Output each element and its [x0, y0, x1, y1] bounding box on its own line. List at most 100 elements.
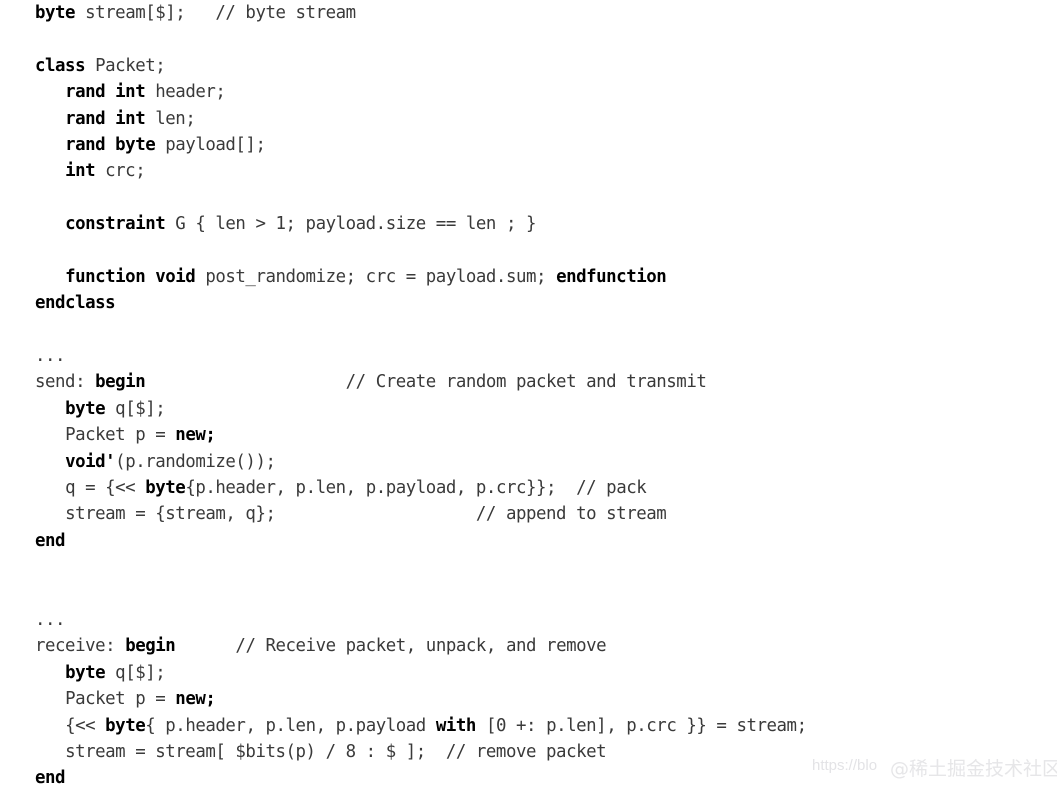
- code-text: G { len > 1; payload.size == len ; }: [165, 214, 537, 235]
- code-line: Packet p = new;: [35, 422, 1057, 448]
- code-indent: [35, 161, 65, 181]
- code-line: byte stream[$]; // byte stream: [35, 0, 1057, 26]
- code-line: int crc;: [35, 158, 1057, 184]
- code-keyword: rand int: [65, 108, 146, 129]
- code-keyword: endclass: [35, 293, 116, 314]
- code-text: ...: [35, 346, 66, 367]
- code-text: [0 +: p.len], p.crc }} = stream;: [475, 715, 807, 736]
- code-keyword: begin: [125, 636, 176, 657]
- code-comment: // pack: [576, 478, 647, 499]
- code-line: end: [35, 765, 1057, 791]
- code-text: [175, 636, 235, 656]
- code-indent: [35, 716, 65, 736]
- code-keyword: byte: [65, 398, 106, 419]
- code-text: stream = {stream, q};: [65, 504, 476, 525]
- code-line: byte q[$];: [35, 660, 1057, 686]
- code-line: [35, 317, 1057, 343]
- code-line: [35, 185, 1057, 211]
- code-text: q[$];: [105, 662, 166, 683]
- code-keyword: with: [435, 715, 477, 736]
- code-keyword: int: [65, 161, 96, 182]
- code-comment: // append to stream: [475, 504, 667, 525]
- code-indent: [35, 452, 65, 472]
- code-text: {p.header, p.len, p.payload, p.crc}};: [185, 478, 577, 499]
- code-keyword: begin: [95, 372, 146, 393]
- code-text: payload[];: [155, 134, 266, 155]
- code-text: len;: [145, 108, 196, 129]
- code-line: rand int len;: [35, 106, 1057, 132]
- code-line: Packet p = new;: [35, 686, 1057, 712]
- code-indent: [35, 399, 65, 419]
- code-text: header;: [145, 82, 226, 103]
- code-line: q = {<< byte{p.header, p.len, p.payload,…: [35, 475, 1057, 501]
- code-keyword: new;: [175, 689, 216, 710]
- code-line: [35, 26, 1057, 52]
- code-keyword: byte: [35, 3, 76, 23]
- code-text: stream[$];: [75, 3, 216, 23]
- code-text: (p.randomize());: [115, 451, 276, 472]
- code-text: send:: [35, 372, 96, 393]
- code-line: void'(p.randomize());: [35, 449, 1057, 475]
- code-line: send: begin // Create random packet and …: [35, 369, 1057, 395]
- code-line: ...: [35, 343, 1057, 369]
- code-comment: // Create random packet and transmit: [345, 372, 707, 393]
- code-text: Packet p =: [65, 425, 176, 446]
- code-line: end: [35, 528, 1057, 554]
- code-comment: // remove packet: [445, 741, 607, 762]
- code-text: q[$];: [105, 398, 166, 419]
- code-line: function void post_randomize; crc = payl…: [35, 264, 1057, 290]
- code-keyword: byte: [105, 715, 146, 736]
- code-keyword: class: [35, 55, 86, 76]
- code-line: class Packet;: [35, 53, 1057, 79]
- code-keyword: rand int: [65, 82, 146, 103]
- code-line: stream = stream[ $bits(p) / 8 : $ ]; // …: [35, 739, 1057, 765]
- code-keyword: void': [65, 451, 116, 472]
- code-line: [35, 238, 1057, 264]
- code-indent: [35, 689, 65, 709]
- code-text: post_randomize; crc = payload.sum;: [195, 266, 557, 287]
- code-line: rand byte payload[];: [35, 132, 1057, 158]
- code-comment: // byte stream: [215, 3, 356, 23]
- code-text: crc;: [95, 161, 146, 182]
- code-line: [35, 554, 1057, 580]
- code-text: Packet p =: [65, 689, 176, 710]
- code-keyword: new;: [175, 425, 216, 446]
- code-keyword: byte: [65, 662, 106, 683]
- code-text: {<<: [65, 715, 106, 736]
- code-listing: byte stream[$]; // byte stream class Pack…: [35, 0, 1057, 792]
- code-indent: [35, 504, 65, 524]
- code-keyword: end: [35, 768, 66, 789]
- code-line: rand int header;: [35, 79, 1057, 105]
- code-text: { p.header, p.len, p.payload: [145, 715, 436, 736]
- code-comment: // Receive packet, unpack, and remove: [235, 636, 607, 657]
- code-indent: [35, 214, 65, 234]
- code-text: Packet;: [85, 55, 166, 76]
- code-indent: [35, 425, 65, 445]
- code-line: {<< byte{ p.header, p.len, p.payload wit…: [35, 713, 1057, 739]
- code-keyword: end: [35, 530, 66, 551]
- code-indent: [35, 267, 65, 287]
- code-keyword: endfunction: [556, 266, 667, 287]
- code-keyword: byte: [145, 478, 186, 499]
- code-line: constraint G { len > 1; payload.size == …: [35, 211, 1057, 237]
- code-line: [35, 581, 1057, 607]
- code-text: ...: [35, 609, 66, 630]
- code-text: q = {<<: [65, 478, 146, 499]
- code-keyword: rand byte: [65, 134, 156, 155]
- code-line: byte q[$];: [35, 396, 1057, 422]
- code-line: ...: [35, 607, 1057, 633]
- code-line: endclass: [35, 290, 1057, 316]
- code-text: [145, 372, 345, 392]
- code-text: receive:: [35, 636, 126, 657]
- code-keyword: function void: [65, 266, 196, 287]
- code-keyword: constraint: [65, 214, 166, 235]
- code-line: stream = {stream, q}; // append to strea…: [35, 501, 1057, 527]
- code-indent: [35, 82, 65, 102]
- code-indent: [35, 663, 65, 683]
- code-line: receive: begin // Receive packet, unpack…: [35, 633, 1057, 659]
- code-indent: [35, 478, 65, 498]
- code-text: stream = stream[ $bits(p) / 8 : $ ];: [65, 741, 446, 762]
- code-indent: [35, 109, 65, 129]
- code-indent: [35, 135, 65, 155]
- code-indent: [35, 742, 65, 762]
